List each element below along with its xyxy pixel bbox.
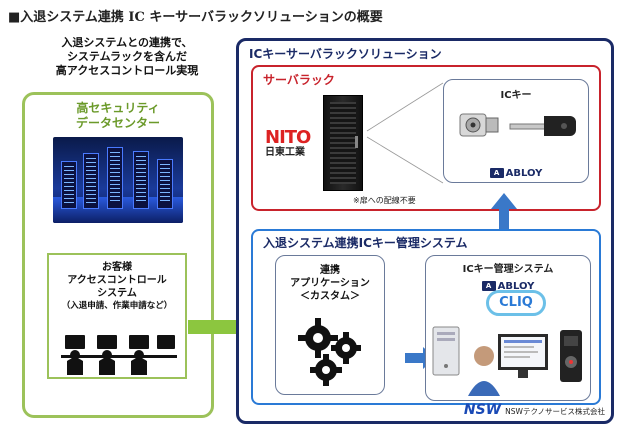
nitto-maker-name: 日東工業	[265, 147, 305, 158]
customer-line-1: お客様	[102, 262, 132, 273]
ickey-brand-wrap: A ABLOY	[444, 160, 588, 179]
datacenter-title-line-1: 高セキュリティ	[76, 101, 160, 115]
rack-handle	[355, 136, 358, 148]
abloy-logo-text: ABLOY	[497, 280, 535, 292]
ic-key-and-cylinder-icon	[459, 113, 576, 137]
flow-arrow-up-icon	[491, 193, 517, 239]
app-line-1: 連携	[320, 265, 340, 276]
nitto-logo: NITO 日東工業	[265, 127, 311, 159]
app-line-3: ＜カスタム＞	[300, 291, 360, 302]
key-management-title: 入退システム連携ICキー管理システム	[263, 236, 468, 250]
server-rack-panel: サーバラック NITO 日東工業 ※扉への配線不要 ICキー	[251, 65, 601, 211]
zoom-lines	[366, 82, 444, 184]
mgmt-brand-wrap: A ABLOY	[426, 273, 590, 292]
customer-note: （入退申請、作業申請など）	[61, 301, 173, 311]
datacenter-rack	[107, 147, 123, 209]
datacenter-rack	[157, 159, 173, 209]
datacenter-title: 高セキュリティ データセンター	[25, 101, 211, 131]
customer-line-2: アクセスコントロール	[67, 275, 167, 286]
integration-app-box: 連携 アプリケーション ＜カスタム＞	[275, 255, 385, 395]
customer-system-box: お客様 アクセスコントロール システム （入退申請、作業申請など）	[47, 253, 187, 379]
server-rack-title: サーバラック	[263, 73, 335, 87]
abloy-logo-text: ABLOY	[505, 167, 543, 179]
datacenter-title-line-2: データセンター	[75, 116, 160, 130]
key-management-system-box: ICキー管理システム A ABLOY CLIQ	[425, 255, 591, 401]
pc-tower-icon	[432, 326, 460, 376]
solution-panel: ICキーサーバラックソリューション サーバラック NITO 日東工業 ※扉への配…	[236, 38, 614, 424]
page-title: ■入退システム連携 IC キーサーバラックソリューションの概要	[8, 10, 383, 25]
intro-line-1: 入退システムとの連携で、	[61, 36, 193, 49]
key-reader-device-icon	[560, 330, 582, 382]
datacenter-rack	[83, 153, 99, 209]
key-management-panel: 入退システム連携ICキー管理システム 連携 アプリケーション ＜カスタム＞	[251, 229, 601, 405]
ickey-label: ICキー	[500, 90, 532, 101]
abloy-logo-mark: A	[489, 168, 504, 178]
abloy-logo-mark: A	[481, 281, 496, 291]
operators-at-computers-icon	[61, 335, 177, 375]
abloy-logo: A ABLOY	[481, 280, 535, 292]
customer-system-text: お客様 アクセスコントロール システム （入退申請、作業申請など）	[49, 261, 185, 313]
nsw-logo: NSW	[463, 402, 502, 418]
solution-title: ICキーサーバラックソリューション	[249, 47, 442, 61]
datacenter-panel: 高セキュリティ データセンター お客様 アクセスコントロール システム （入退申…	[22, 92, 214, 418]
customer-line-3: システム	[97, 288, 137, 299]
server-rack-cabinet-icon	[323, 95, 363, 191]
key-management-system-label: ICキー管理システム	[462, 264, 554, 275]
operator-with-monitor-icon	[468, 334, 548, 396]
app-line-2: アプリケーション	[290, 278, 370, 289]
cliq-logo: CLIQ	[486, 290, 546, 316]
abloy-logo: A ABLOY	[489, 167, 543, 179]
rack-note: ※扉への配線不要	[353, 196, 416, 205]
intro-line-3: 高アクセスコントロール実現	[55, 64, 199, 77]
intro-line-2: システムラックを含んだ	[66, 50, 188, 63]
datacenter-image	[53, 137, 183, 223]
integration-app-text: 連携 アプリケーション ＜カスタム＞	[276, 264, 384, 303]
nitto-logo-mark: NITO	[265, 127, 311, 148]
datacenter-rack	[133, 151, 149, 209]
gears-icon	[298, 318, 361, 386]
ickey-box: ICキー A ABLOY	[443, 79, 589, 183]
intro-text: 入退システムとの連携で、 システムラックを含んだ 高アクセスコントロール実現	[22, 36, 232, 78]
nsw-footer: NSW NSWテクノサービス株式会社	[464, 403, 605, 417]
datacenter-rack	[61, 161, 77, 209]
nsw-company-name: NSWテクノサービス株式会社	[505, 407, 605, 416]
